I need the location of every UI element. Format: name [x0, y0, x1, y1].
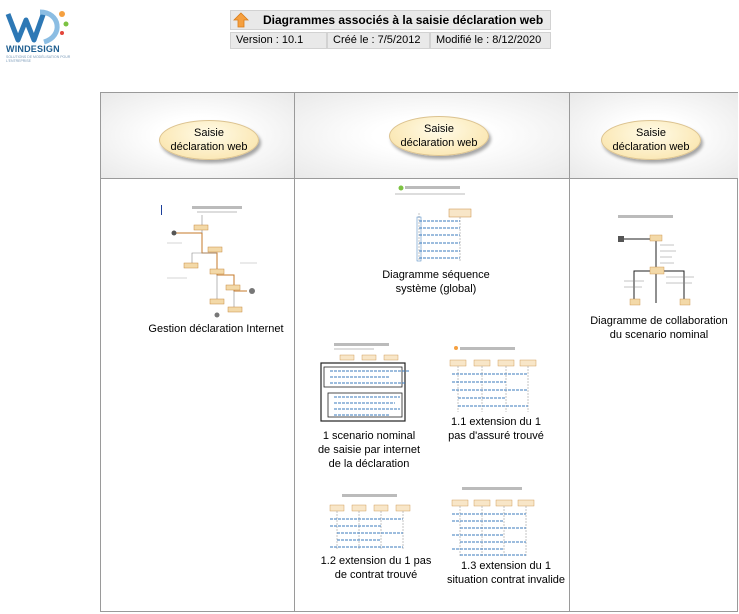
created-field: Créé le : 7/5/2012: [327, 32, 430, 49]
diagram-table: Saisie déclaration web Saisie déclaratio…: [100, 92, 738, 612]
header-title-bar: Diagrammes associés à la saisie déclarat…: [230, 10, 551, 30]
diagram-caption[interactable]: 1.1 extension du 1 pas d'assuré trouvé: [448, 416, 544, 442]
use-case-ellipse-3[interactable]: Saisie déclaration web: [601, 120, 701, 160]
diagram-caption[interactable]: Diagramme de collaboration du scenario n…: [590, 315, 728, 341]
modified-field: Modifié le : 8/12/2020: [430, 32, 551, 49]
up-arrow-icon[interactable]: [233, 12, 249, 28]
windesign-logo: [4, 6, 72, 66]
extension-1-1-thumbnail[interactable]: [442, 344, 542, 414]
diagram-caption[interactable]: 1.2 extension du 1 pas de contrat trouvé: [320, 555, 432, 581]
diagram-caption[interactable]: Diagramme séquence système (global): [382, 269, 490, 295]
sequence-diagram-global-thumbnail[interactable]: [385, 183, 485, 263]
extension-1-3-thumbnail[interactable]: [446, 484, 546, 558]
logo-tagline: SOLUTIONS DE MODÉLISATION POUR L'ENTREPR…: [6, 55, 71, 63]
page-title: Diagrammes associés à la saisie déclarat…: [263, 13, 544, 27]
scenario-nominal-thumbnail[interactable]: [320, 341, 420, 423]
diagram-caption[interactable]: Gestion déclaration Internet: [148, 323, 284, 335]
diagram-caption[interactable]: 1 scenario nominal de saisie par interne…: [317, 430, 421, 470]
logo-wordmark: WINDESIGN: [6, 44, 60, 54]
extension-1-2-thumbnail[interactable]: [322, 491, 422, 551]
use-case-ellipse-2[interactable]: Saisie déclaration web: [389, 116, 489, 156]
logo-win: WIN: [6, 44, 25, 54]
windesign-logo-icon: [5, 9, 69, 45]
collaboration-diagram-thumbnail[interactable]: [604, 211, 704, 311]
activity-diagram-thumbnail[interactable]: [162, 203, 262, 321]
logo-design: DESIGN: [24, 44, 60, 54]
version-field: Version : 10.1: [230, 32, 327, 49]
diagram-caption[interactable]: 1.3 extension du 1 situation contrat inv…: [446, 560, 565, 586]
use-case-ellipse-1[interactable]: Saisie déclaration web: [159, 120, 259, 160]
